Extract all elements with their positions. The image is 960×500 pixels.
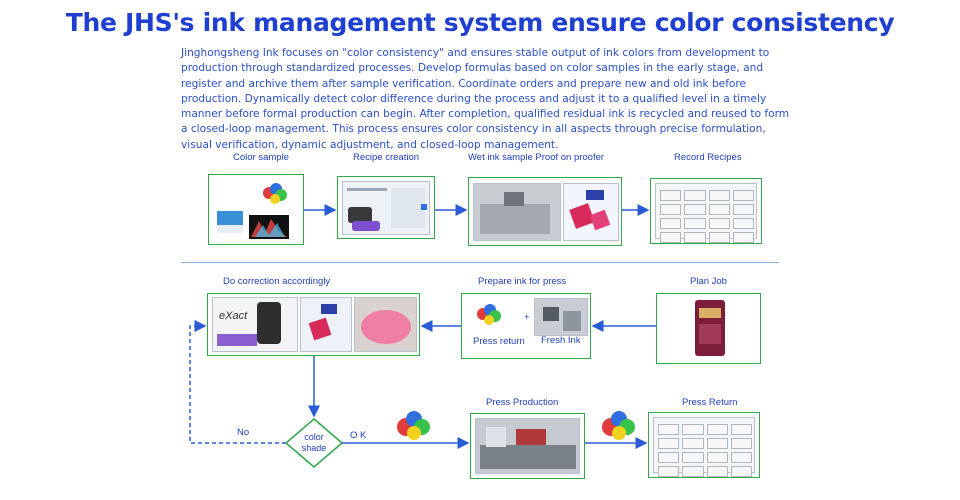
proof-sample-photo xyxy=(300,297,352,352)
box-press-return xyxy=(648,412,760,478)
box-prepare-ink: + Press return Fresh Ink xyxy=(461,293,591,359)
label-recipe-creation: Recipe creation xyxy=(353,152,420,163)
box-color-sample xyxy=(208,174,304,245)
label-do-correction: Do correction accordingly xyxy=(223,276,331,287)
ink-cups-icon xyxy=(263,183,287,204)
ink-cups-decor-left xyxy=(397,411,430,440)
intro-paragraph: Jinghongsheng Ink focuses on "color cons… xyxy=(181,47,790,151)
page-title: The JHS's ink management system ensure c… xyxy=(65,8,895,37)
box-recipe-creation xyxy=(337,176,435,239)
ok-branch-label: O K xyxy=(350,430,367,441)
recipe-records-screenshot xyxy=(655,183,757,243)
box-press-production xyxy=(470,413,585,479)
decision-label-line1: color xyxy=(304,432,324,442)
label-prepare-ink: Prepare ink for press xyxy=(478,276,567,287)
exact-device-photo: eXact xyxy=(212,297,298,352)
proofer-machine-photo xyxy=(473,183,561,241)
press-return-records-screenshot xyxy=(653,417,755,477)
label-plan-job: Plan Job xyxy=(690,276,727,287)
swatch-label xyxy=(217,225,243,233)
press-return-ink-icon xyxy=(477,304,501,325)
label-press-return: Press Return xyxy=(682,397,738,408)
fresh-ink-label: Fresh Ink xyxy=(541,335,581,346)
no-branch-label: No xyxy=(237,427,250,438)
decision-label-line2: shade xyxy=(301,443,327,453)
label-record-recipes: Record Recipes xyxy=(674,152,742,163)
label-press-production: Press Production xyxy=(486,397,559,408)
section-divider xyxy=(181,262,779,263)
dashed-no-loop xyxy=(189,320,286,444)
box-do-correction: eXact xyxy=(207,293,420,356)
plus-sign: + xyxy=(524,312,530,323)
label-color-sample: Color sample xyxy=(233,152,289,163)
box-wet-ink-proof xyxy=(468,177,622,246)
ink-proof-sample-photo xyxy=(563,183,619,241)
label-wet-ink-proof: Wet ink sample Proof on proofer xyxy=(468,152,605,163)
spectrophotometer-icon xyxy=(348,207,380,231)
fresh-ink-machine-photo xyxy=(534,298,588,336)
ink-mixing-photo xyxy=(354,297,417,352)
product-pouch-image xyxy=(695,300,725,356)
press-return-label: Press return xyxy=(473,336,525,347)
spectrum-graph-icon xyxy=(249,215,289,239)
press-production-photo xyxy=(475,418,580,474)
ink-cups-decor-right xyxy=(602,411,635,440)
box-plan-job xyxy=(656,293,761,364)
decision-diamond xyxy=(284,418,344,468)
box-record-recipes xyxy=(650,178,762,244)
